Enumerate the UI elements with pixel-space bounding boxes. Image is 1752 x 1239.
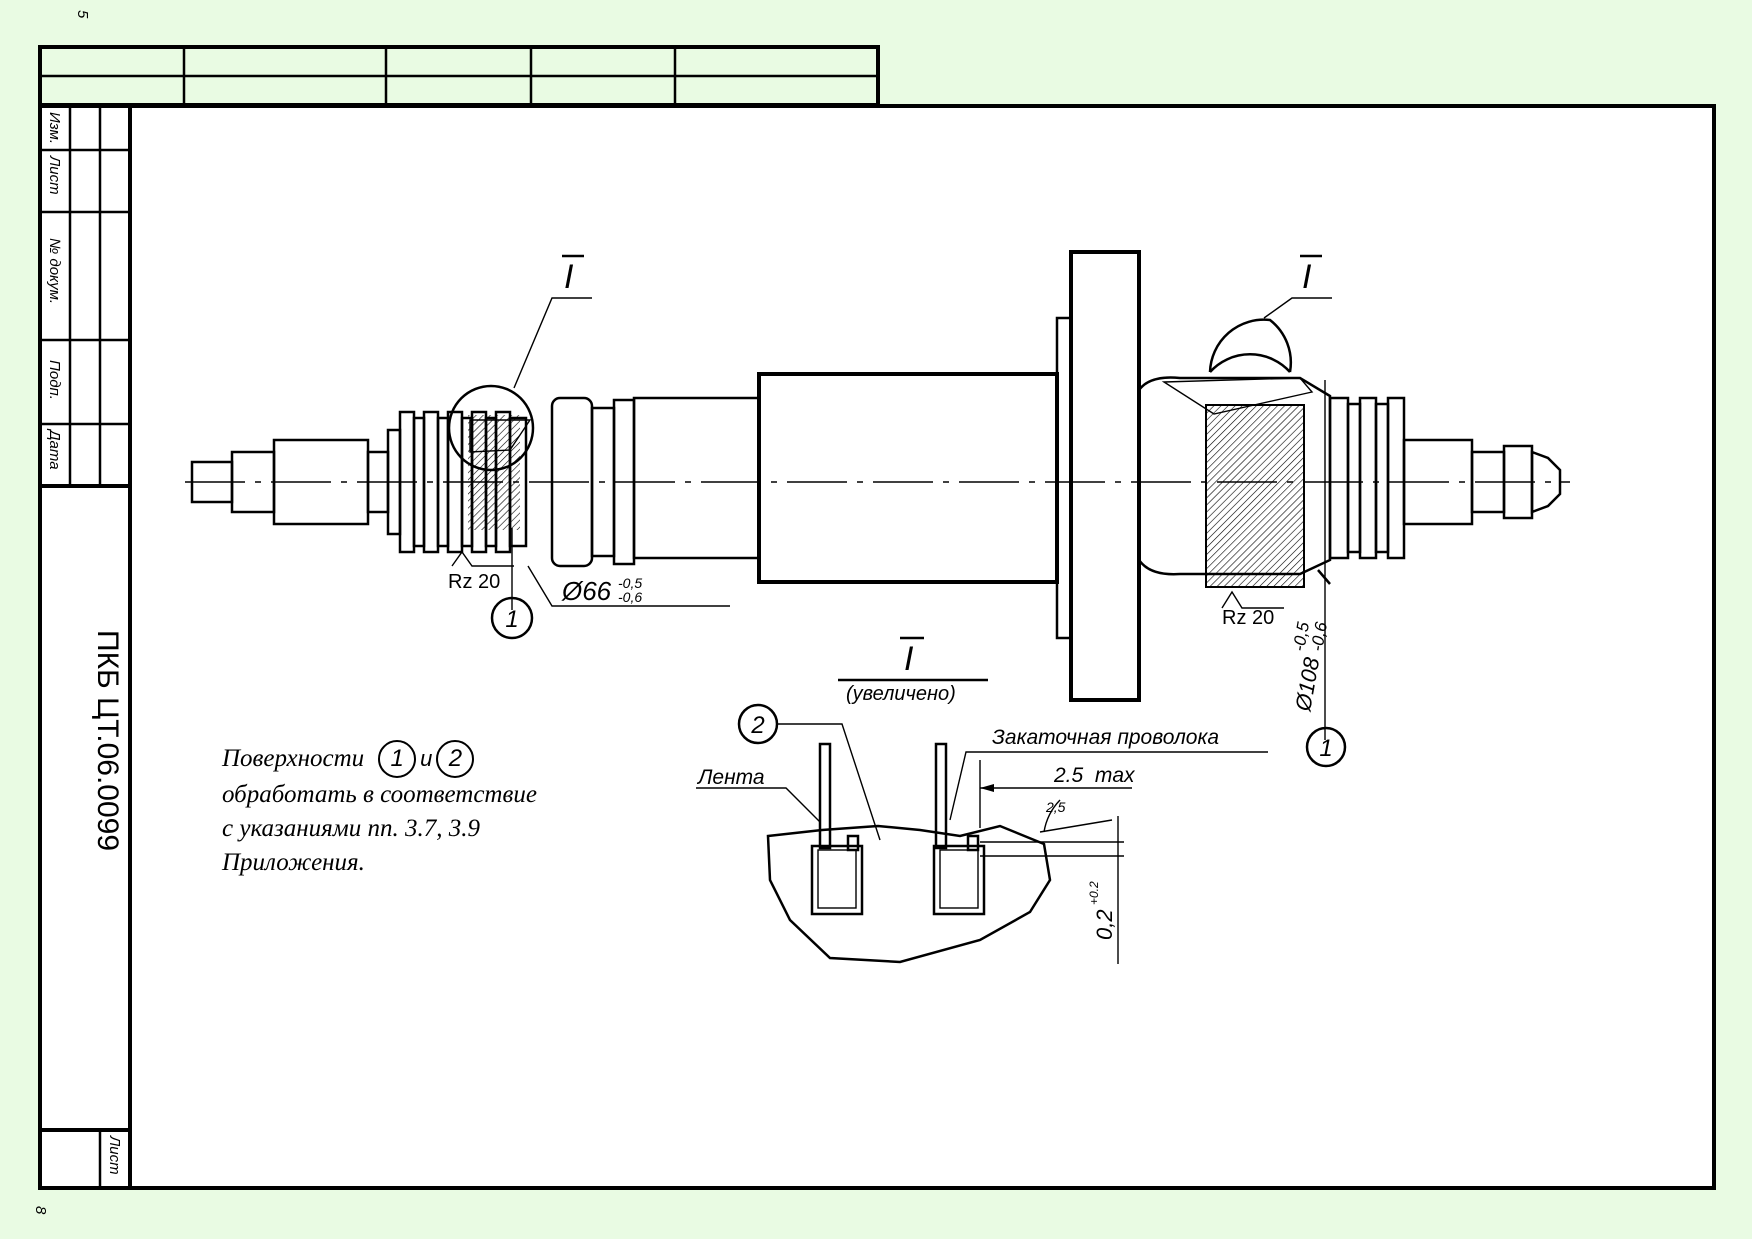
note-line-4: Приложения. bbox=[222, 849, 365, 876]
callout-circle-left bbox=[490, 596, 534, 640]
dim-max: 2.5 max bbox=[1053, 764, 1136, 787]
top-stamp-table bbox=[38, 45, 880, 107]
dim-depth: 0,2 bbox=[1092, 909, 1117, 940]
top-corner-mark: 5 bbox=[74, 10, 91, 19]
label-tape: Лента bbox=[696, 766, 765, 789]
shaft-drawing bbox=[185, 250, 1570, 740]
callout-2-number: 2 bbox=[750, 712, 764, 739]
dimension-right-lower-tol: -0,6 bbox=[1307, 620, 1331, 653]
dimension-left-lower-tol: -0,6 bbox=[618, 589, 642, 605]
callout-left-number: 1 bbox=[505, 606, 518, 633]
section-mark-left: I bbox=[564, 258, 574, 296]
title-block-strip bbox=[40, 106, 132, 1188]
title-row-doc-number: № докум. bbox=[46, 238, 63, 304]
detail-subtitle: (увеличено) bbox=[846, 683, 956, 705]
roughness-left: Rz 20 bbox=[448, 571, 500, 593]
title-row-signature: Подп. bbox=[46, 360, 63, 400]
dimension-left: Ø66 bbox=[561, 576, 612, 606]
title-row-date: Дата bbox=[46, 428, 63, 470]
note-prefix: Поверхности bbox=[222, 745, 365, 772]
note-circle-2: 2 bbox=[436, 740, 475, 778]
callout-right-number: 1 bbox=[1319, 735, 1332, 762]
note-conjunction: и bbox=[420, 746, 433, 771]
document-code: ПКБ ЦТ.06.0099 bbox=[91, 630, 124, 851]
callout-circle-2 bbox=[737, 703, 779, 745]
label-wire: Закаточная проволока bbox=[992, 726, 1219, 749]
dim-depth-tol: +0.2 bbox=[1087, 881, 1101, 905]
roughness-right: Rz 20 bbox=[1222, 607, 1274, 629]
bottom-corner-mark: 8 bbox=[32, 1206, 49, 1215]
section-mark-right: I bbox=[1302, 258, 1312, 296]
title-row-izm: Изм. bbox=[46, 112, 63, 144]
detail-title: I bbox=[904, 640, 914, 678]
dim-angle: 2,5 bbox=[1045, 799, 1066, 815]
dimension-left-upper-tol: -0,5 bbox=[618, 575, 642, 591]
title-row-list: Лист bbox=[46, 155, 63, 195]
note-line-2: обработать в соответствие bbox=[222, 781, 537, 808]
note-circle-1: 1 bbox=[378, 740, 417, 778]
machining-note: Поверхности 1 и 2 обработать в соответст… bbox=[222, 740, 537, 880]
dimension-right-upper-tol: -0,5 bbox=[1289, 620, 1313, 653]
note-line-3: с указаниями пп. 3.7, 3.9 bbox=[222, 815, 480, 842]
callout-circle-right bbox=[1305, 726, 1347, 768]
sheet-label: Лист bbox=[106, 1135, 123, 1175]
detail-section-drawing bbox=[696, 723, 1268, 964]
drawing-frame bbox=[38, 104, 1716, 1190]
